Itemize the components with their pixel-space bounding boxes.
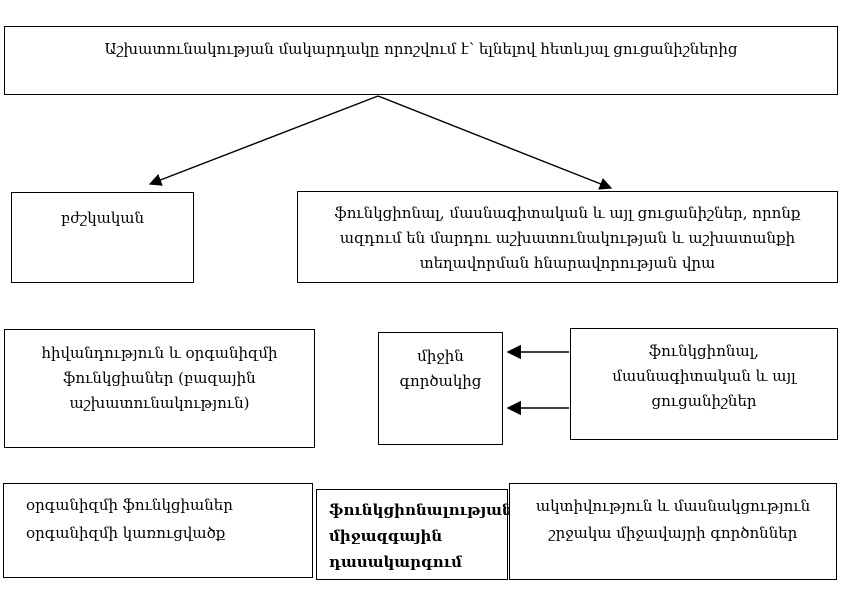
box-activity-participation: ակտիվություն և մասնակցություն շրջակա միջ… bbox=[509, 483, 837, 580]
average-coefficient-line-2: գործակից bbox=[399, 372, 482, 390]
medical-label: բժշկական bbox=[60, 209, 145, 227]
box-average-coefficient: միջին գործակից bbox=[378, 332, 503, 445]
functional-indicators-line-1: ֆունկցիոնալ, մասնագիտական և այլ ցուցանիշ… bbox=[334, 204, 801, 222]
functional-indicators-line-3: տեղավորման հնարավորության վրա bbox=[419, 254, 716, 272]
box-functional-indicators: ֆունկցիոնալ, մասնագիտական և այլ ցուցանիշ… bbox=[297, 191, 838, 283]
functional-indicators-line-2: ազդում են մարդու աշխատունակության և աշխա… bbox=[339, 229, 796, 247]
icf-line-3: դասակարգում bbox=[329, 553, 462, 571]
functional-professional-line-1: ֆունկցիոնալ, bbox=[648, 342, 760, 360]
box-disease-functions: հիվանդություն և օրգանիզմի ֆունկցիաներ (բ… bbox=[4, 329, 315, 448]
icf-line-2: միջազգային bbox=[329, 527, 443, 545]
activity-line-1: ակտիվություն և մասնակցություն bbox=[535, 497, 811, 515]
organism-line-2: օրգանիզմի կառուցվածք bbox=[26, 524, 226, 542]
box-functional-professional: ֆունկցիոնալ, մասնագիտական և այլ ցուցանիշ… bbox=[570, 328, 838, 440]
disease-functions-line-1: հիվանդություն և օրգանիզմի bbox=[41, 344, 278, 362]
box-organism-functions-structure: օրգանիզմի ֆունկցիաներ օրգանիզմի կառուցվա… bbox=[3, 483, 313, 578]
box-medical: բժշկական bbox=[11, 192, 194, 283]
box-icf-classification: ֆունկցիոնալության միջազգային դասակարգում bbox=[316, 489, 513, 580]
disease-functions-line-3: աշխատունակություն) bbox=[69, 394, 250, 412]
arrow-title-to-medical bbox=[148, 95, 379, 186]
box-title: Աշխատունակության մակարդակը որոշվում է՝ ե… bbox=[4, 26, 838, 95]
disease-functions-line-2: ֆունկցիաներ (բազային bbox=[63, 369, 256, 387]
functional-professional-line-3: ցուցանիշներ bbox=[651, 392, 757, 410]
icf-line-1: ֆունկցիոնալության bbox=[329, 501, 513, 519]
average-coefficient-line-1: միջին bbox=[417, 347, 464, 365]
arrow-title-to-functional bbox=[377, 95, 613, 190]
functional-professional-line-2: մասնագիտական և այլ bbox=[612, 367, 796, 385]
organism-line-1: օրգանիզմի ֆունկցիաներ bbox=[26, 496, 233, 514]
activity-line-2: շրջակա միջավայրի գործոններ bbox=[548, 524, 798, 542]
title-text: Աշխատունակության մակարդակը որոշվում է՝ ե… bbox=[104, 40, 738, 58]
